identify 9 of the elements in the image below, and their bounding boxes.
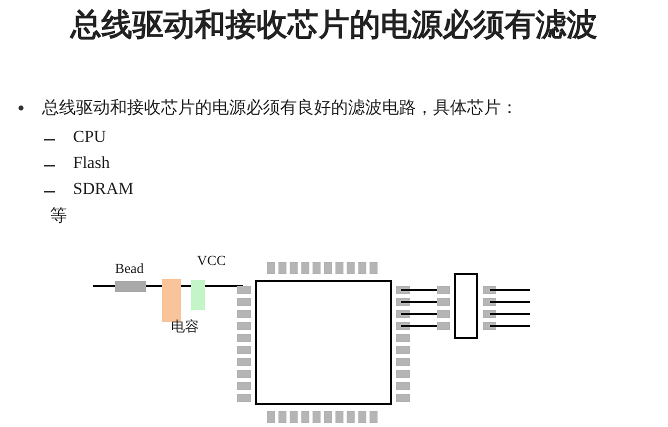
bullet-text: 总线驱动和接收芯片的电源必须有良好的滤波电路，具体芯片：: [42, 97, 518, 119]
part-label: Bead: [115, 262, 144, 278]
part-label: 电容: [171, 318, 199, 336]
part-label: VCC: [197, 254, 226, 270]
list-item: CPU: [73, 127, 106, 147]
list-item: Flash: [73, 153, 110, 173]
slide-title: 总线驱动和接收芯片的电源必须有滤波: [68, 6, 598, 45]
list-note: 等: [50, 205, 67, 227]
list-item: SDRAM: [73, 179, 134, 199]
